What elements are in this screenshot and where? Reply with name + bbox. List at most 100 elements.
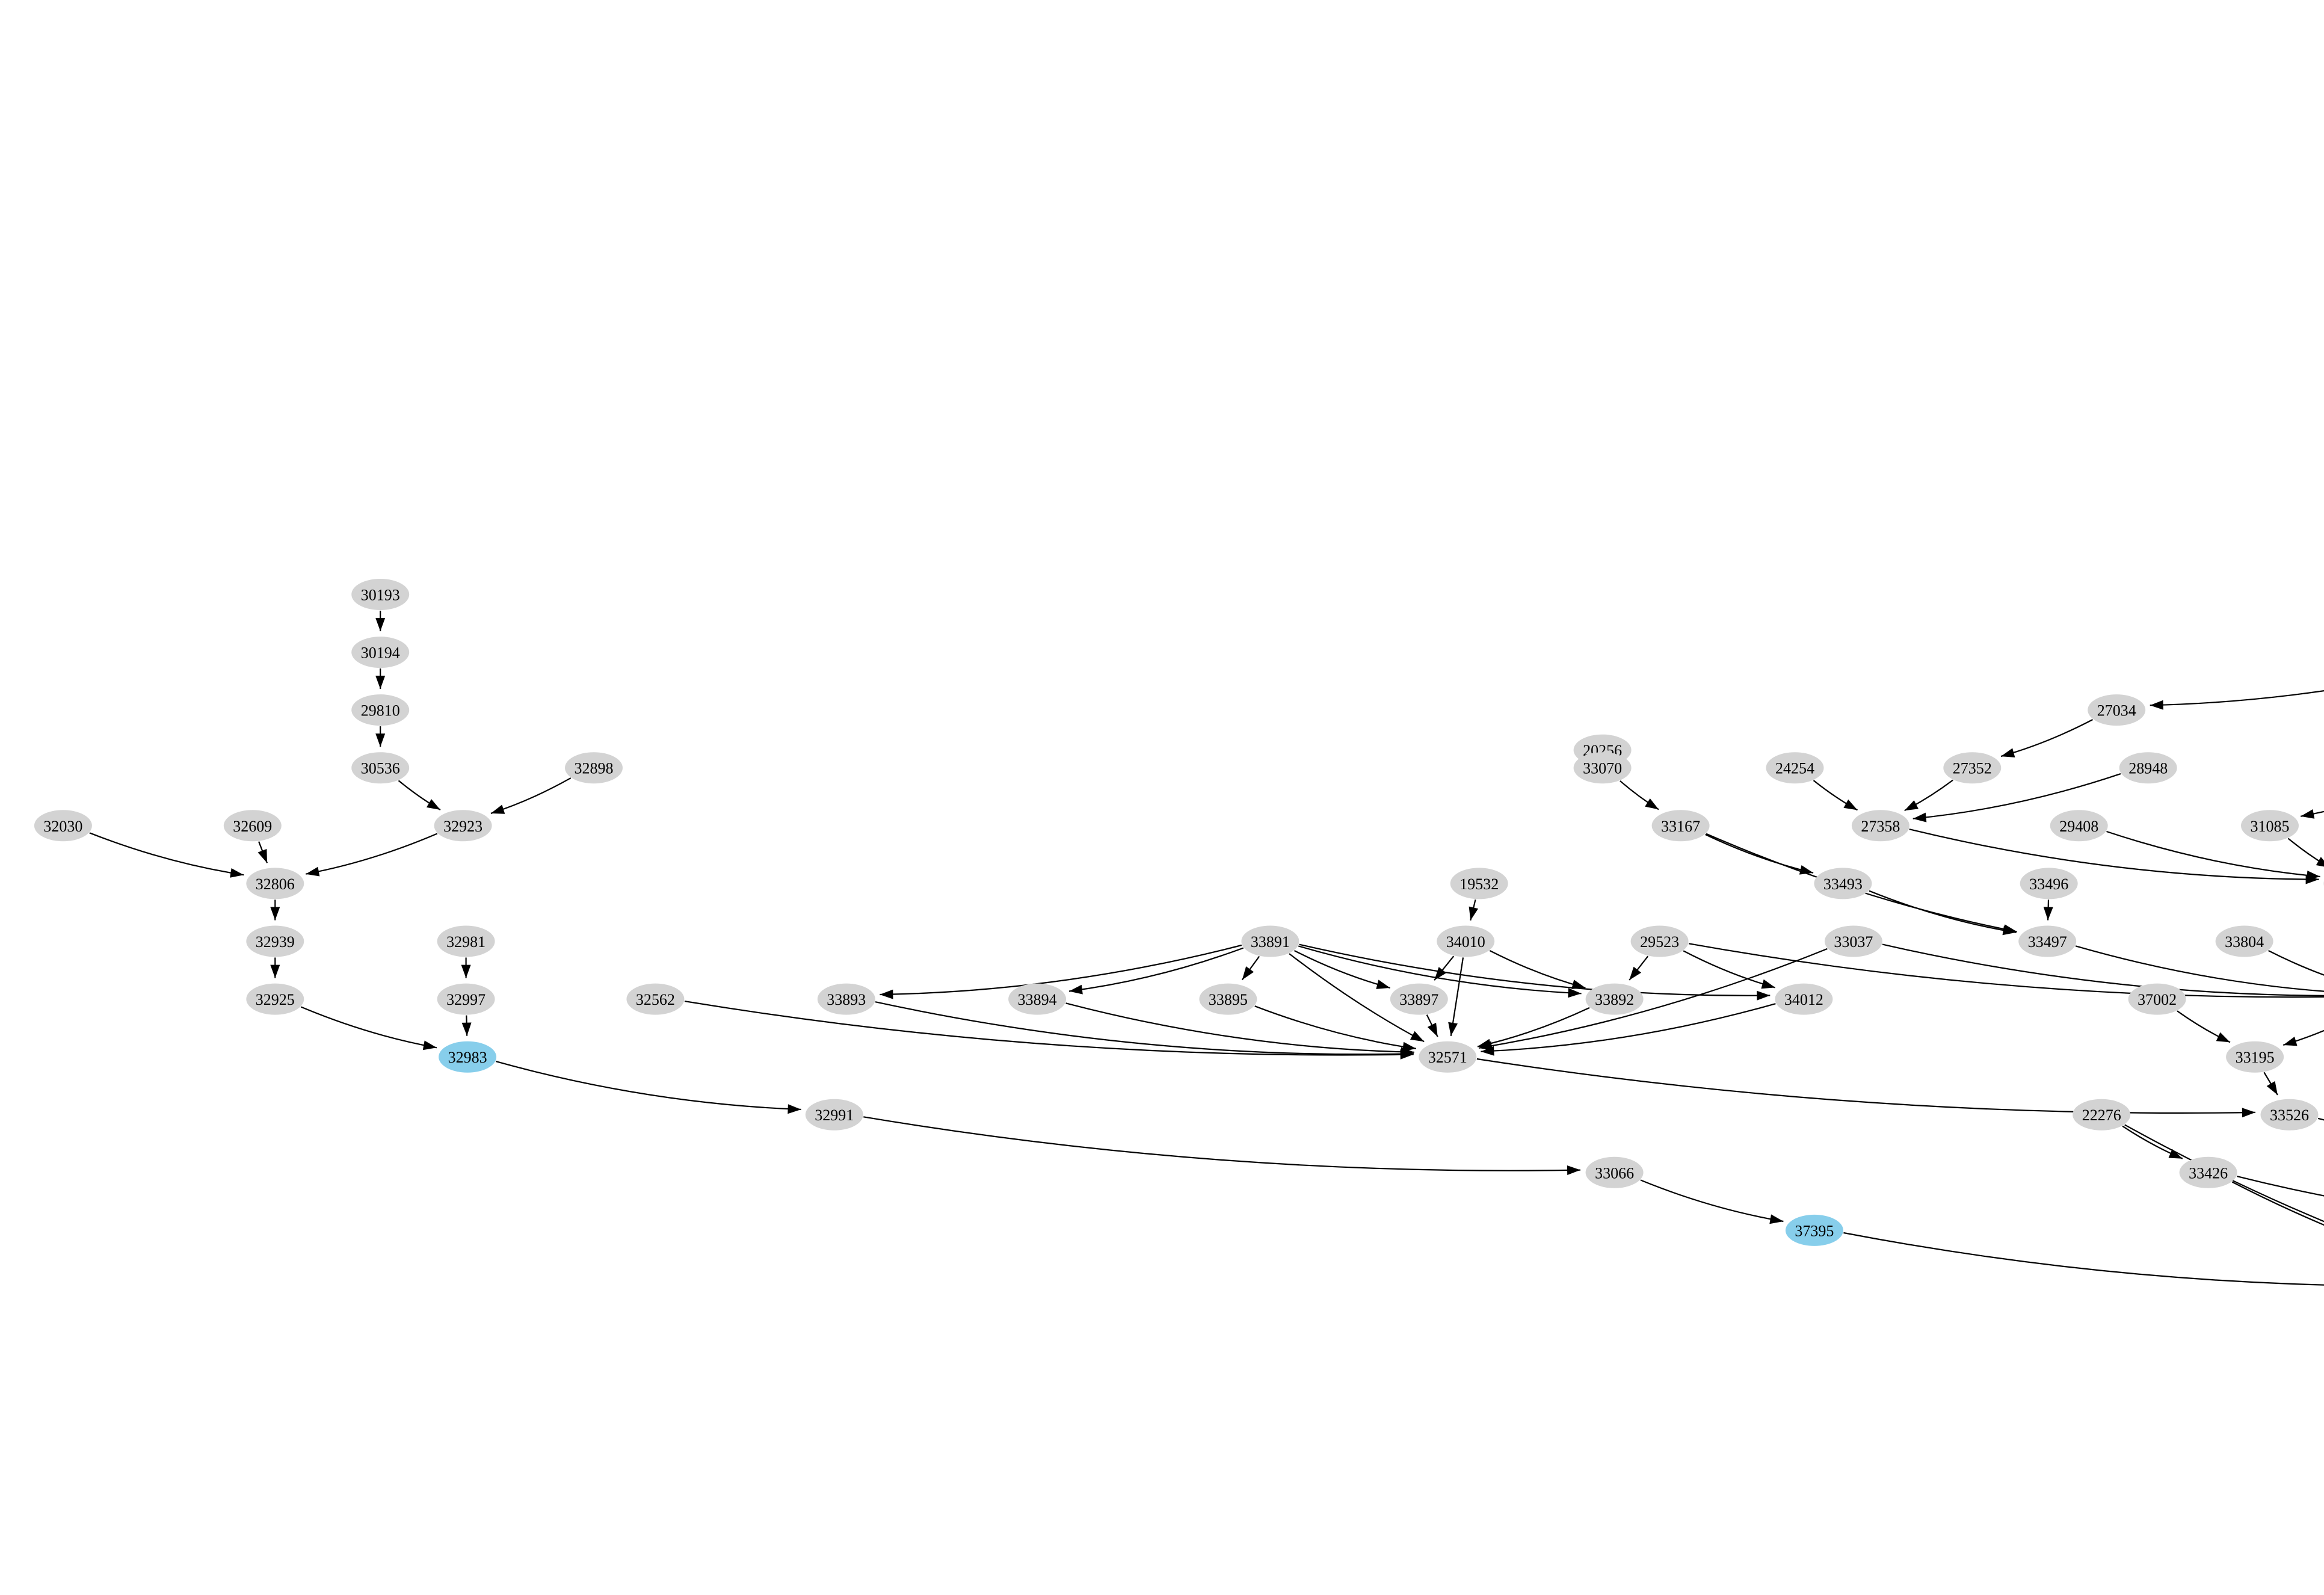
graph-node-shape[interactable] bbox=[817, 983, 875, 1015]
graph-node[interactable]: 34010 bbox=[1437, 925, 1495, 957]
graph-node[interactable]: 33195 bbox=[2226, 1041, 2284, 1073]
graph-node-shape[interactable] bbox=[246, 868, 304, 899]
graph-node-shape[interactable] bbox=[2073, 1099, 2131, 1131]
graph-node-shape[interactable] bbox=[246, 983, 304, 1015]
graph-node-shape[interactable] bbox=[805, 1099, 863, 1131]
graph-node-shape[interactable] bbox=[2260, 1099, 2319, 1131]
graph-node-shape[interactable] bbox=[437, 925, 495, 957]
graph-node[interactable]: 32562 bbox=[626, 983, 685, 1015]
graph-node[interactable]: 33496 bbox=[2020, 868, 2078, 899]
graph-node[interactable]: 32609 bbox=[223, 810, 282, 842]
graph-node[interactable]: 32925 bbox=[246, 983, 304, 1015]
graph-node[interactable]: 27352 bbox=[1943, 752, 2002, 784]
graph-node-shape[interactable] bbox=[1419, 1041, 1477, 1073]
graph-node[interactable]: 34012 bbox=[1775, 983, 1833, 1015]
graph-node-shape[interactable] bbox=[1943, 752, 2002, 784]
graph-node-shape[interactable] bbox=[1851, 810, 1909, 842]
graph-node-shape[interactable] bbox=[1585, 1156, 1644, 1188]
graph-node[interactable]: 31085 bbox=[2241, 810, 2299, 842]
graph-node-shape[interactable] bbox=[351, 579, 410, 610]
graph-node[interactable]: 32030 bbox=[34, 810, 92, 842]
graph-node[interactable]: 30193 bbox=[351, 579, 410, 610]
graph-node-shape[interactable] bbox=[2215, 925, 2273, 957]
graph-node[interactable]: 19532 bbox=[1450, 868, 1508, 899]
graph-node[interactable]: 32898 bbox=[565, 752, 623, 784]
graph-node[interactable]: 33894 bbox=[1008, 983, 1067, 1015]
graph-node[interactable]: 32997 bbox=[437, 983, 495, 1015]
graph-node-shape[interactable] bbox=[1775, 983, 1833, 1015]
graph-node-shape[interactable] bbox=[1437, 925, 1495, 957]
graph-node[interactable]: 33892 bbox=[1585, 983, 1644, 1015]
graph-node-shape[interactable] bbox=[2018, 925, 2077, 957]
graph-node[interactable]: 32981 bbox=[437, 925, 495, 957]
graph-node[interactable]: 30536 bbox=[351, 752, 410, 784]
graph-node-shape[interactable] bbox=[1585, 983, 1644, 1015]
graph-node[interactable]: 33070 bbox=[1573, 752, 1632, 784]
graph-node[interactable]: 33897 bbox=[1390, 983, 1448, 1015]
graph-node-shape[interactable] bbox=[2088, 694, 2146, 726]
graph-node-shape[interactable] bbox=[34, 810, 92, 842]
graph-node[interactable]: 37395 bbox=[1785, 1214, 1843, 1246]
graph-node[interactable]: 33426 bbox=[2179, 1156, 2237, 1188]
graph-node[interactable]: 32939 bbox=[246, 925, 304, 957]
graph-node-shape[interactable] bbox=[1008, 983, 1067, 1015]
graph-edge bbox=[1909, 828, 2319, 880]
graph-node[interactable]: 33804 bbox=[2215, 925, 2273, 957]
graph-node-shape[interactable] bbox=[2119, 752, 2177, 784]
graph-node-shape[interactable] bbox=[1630, 925, 1689, 957]
graph-node[interactable]: 27034 bbox=[2088, 694, 2146, 726]
graph-node[interactable]: 29523 bbox=[1630, 925, 1689, 957]
graph-node[interactable]: 22276 bbox=[2073, 1099, 2131, 1131]
graph-node[interactable]: 33526 bbox=[2260, 1099, 2319, 1131]
graph-node[interactable]: 33893 bbox=[817, 983, 875, 1015]
graph-node[interactable]: 33167 bbox=[1651, 810, 1710, 842]
graph-node-shape[interactable] bbox=[565, 752, 623, 784]
graph-node-shape[interactable] bbox=[1450, 868, 1508, 899]
graph-node-shape[interactable] bbox=[2241, 810, 2299, 842]
graph-node-shape[interactable] bbox=[2050, 810, 2108, 842]
graph-node-shape[interactable] bbox=[2128, 983, 2186, 1015]
graph-node-shape[interactable] bbox=[1824, 925, 1882, 957]
graph-node-shape[interactable] bbox=[223, 810, 282, 842]
graph-node-shape[interactable] bbox=[1766, 752, 1824, 784]
graph-node[interactable]: 32983 bbox=[439, 1041, 497, 1073]
graph-node[interactable]: 37002 bbox=[2128, 983, 2186, 1015]
graph-node[interactable]: 29408 bbox=[2050, 810, 2108, 842]
graph-node[interactable]: 33037 bbox=[1824, 925, 1882, 957]
graph-node[interactable]: 32571 bbox=[1419, 1041, 1477, 1073]
graph-node[interactable]: 33497 bbox=[2018, 925, 2077, 957]
graph-node-shape[interactable] bbox=[2020, 868, 2078, 899]
graph-node-shape[interactable] bbox=[2179, 1156, 2237, 1188]
graph-node[interactable]: 33895 bbox=[1199, 983, 1257, 1015]
graph-node-shape[interactable] bbox=[434, 810, 492, 842]
graph-node[interactable]: 33891 bbox=[1241, 925, 1299, 957]
graph-node[interactable]: 24254 bbox=[1766, 752, 1824, 784]
graph-node-shape[interactable] bbox=[1390, 983, 1448, 1015]
graph-edge bbox=[875, 1001, 1414, 1055]
graph-node[interactable]: 30194 bbox=[351, 637, 410, 668]
graph-node[interactable]: 29810 bbox=[351, 694, 410, 726]
graph-node-shape[interactable] bbox=[351, 752, 410, 784]
graph-node[interactable]: 28948 bbox=[2119, 752, 2177, 784]
graph-node-shape[interactable] bbox=[1199, 983, 1257, 1015]
graph-node[interactable]: 32806 bbox=[246, 868, 304, 899]
graph-node-shape[interactable] bbox=[626, 983, 685, 1015]
graph-node-shape[interactable] bbox=[1651, 810, 1710, 842]
graph-node-shape[interactable] bbox=[439, 1041, 497, 1073]
graph-node[interactable]: 27358 bbox=[1851, 810, 1909, 842]
graph-node-shape[interactable] bbox=[351, 694, 410, 726]
graph-node-shape[interactable] bbox=[437, 983, 495, 1015]
graph-node-shape[interactable] bbox=[1814, 868, 1872, 899]
graph-node-shape[interactable] bbox=[1573, 752, 1632, 784]
graph-node[interactable]: 32991 bbox=[805, 1099, 863, 1131]
graph-node-shape[interactable] bbox=[246, 925, 304, 957]
graph-node[interactable]: 33066 bbox=[1585, 1156, 1644, 1188]
graph-node[interactable]: 32923 bbox=[434, 810, 492, 842]
graph-node-shape[interactable] bbox=[351, 637, 410, 668]
graph-node-shape[interactable] bbox=[1241, 925, 1299, 957]
graph-node-shape[interactable] bbox=[2226, 1041, 2284, 1073]
graph-edge-arrowhead bbox=[1567, 1165, 1580, 1175]
graph-edge-arrowhead bbox=[1376, 980, 1390, 989]
graph-node[interactable]: 33493 bbox=[1814, 868, 1872, 899]
graph-node-shape[interactable] bbox=[1785, 1214, 1843, 1246]
